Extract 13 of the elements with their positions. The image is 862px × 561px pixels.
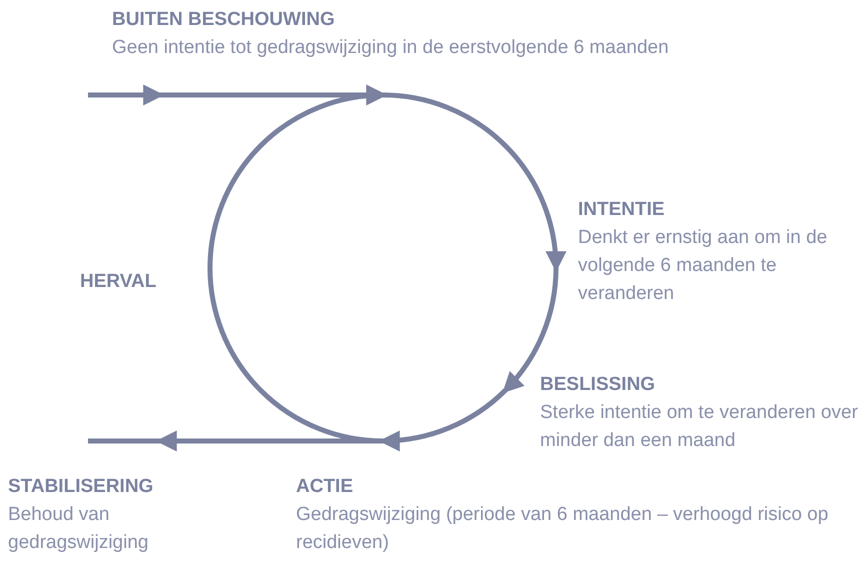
stage-title: INTENTIE	[578, 198, 666, 222]
stage-title: BUITEN BESCHOUWING	[112, 8, 336, 32]
stage-description: Gedragswijziging (periode van 6 maanden – verhoogd risico op recidieven)	[296, 503, 830, 555]
arrow	[88, 84, 383, 106]
stage-description: Geen intentie tot gedragswijziging in de eerstvolgende 6 maanden	[112, 36, 670, 60]
stage-title: BESLISSING	[540, 373, 656, 397]
stage-description: Behoud van gedragswijziging	[8, 503, 150, 555]
stage-title: STABILISERING	[8, 475, 154, 499]
stage-title: ACTIE	[296, 475, 354, 499]
stage-title: HERVAL	[80, 270, 158, 294]
stage-description: Sterke intentie om te veranderen over minder dan een maand	[540, 401, 859, 453]
stage-description: Denkt er ernstig aan om in de volgende 6 maanden te veranderen	[578, 226, 828, 306]
arrow	[502, 268, 558, 394]
